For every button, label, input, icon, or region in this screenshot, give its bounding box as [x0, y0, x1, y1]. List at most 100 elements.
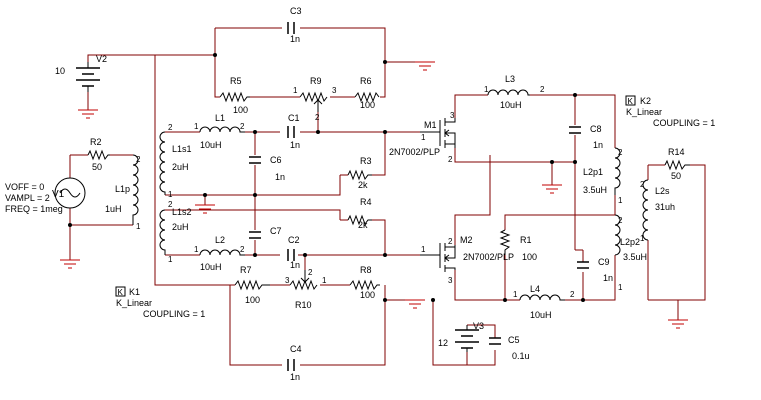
k1-coupling-box — [115, 286, 126, 297]
l1s2-pin1: 1 — [168, 255, 173, 264]
l3-pin2: 2 — [540, 85, 545, 94]
l1s1-ref: L1s1 — [172, 144, 192, 154]
l1s1-value: 2uH — [172, 162, 189, 172]
c8-value: 1n — [593, 140, 603, 150]
l2p1-pin2: 2 — [618, 148, 623, 157]
m1-pin2: 2 — [448, 155, 453, 164]
c6-ref: C6 — [270, 155, 282, 165]
r6-value: 100 — [360, 100, 375, 110]
l2s-pin2: 2 — [640, 180, 645, 189]
r10-pin3: 3 — [285, 276, 290, 285]
l2-pin1: 1 — [194, 245, 199, 254]
r3-ref: R3 — [360, 156, 372, 166]
r9-ref: R9 — [310, 76, 322, 86]
r2-value: 50 — [92, 162, 102, 172]
resistor-bodies — [87, 91, 690, 291]
l1s1-pin2: 2 — [168, 123, 173, 132]
m2-model: 2N7002/PLP — [463, 252, 514, 262]
l1p-pin1: 1 — [136, 222, 141, 231]
r8-value: 100 — [360, 290, 375, 300]
r5-ref: R5 — [230, 76, 242, 86]
l4-pin1: 1 — [513, 290, 518, 299]
v3-value: 12 — [438, 338, 448, 348]
k2-coupling-box — [625, 95, 636, 106]
l2p1-pin1: 1 — [618, 196, 623, 205]
l1-pin2: 2 — [240, 122, 245, 131]
c1-value: 1n — [290, 140, 300, 150]
r5-value: 100 — [233, 105, 248, 115]
l2s-value: 31uh — [655, 202, 675, 212]
c5-value: 0.1u — [512, 351, 530, 361]
m1-model: 2N7002/PLP — [389, 147, 440, 157]
m2-ref: M2 — [460, 235, 473, 245]
r7-ref: R7 — [240, 265, 252, 275]
l1-pin1: 1 — [194, 122, 199, 131]
l1s2-value: 2uH — [172, 222, 189, 232]
l2p1-value: 3.5uH — [583, 185, 607, 195]
v3-ref: V3 — [473, 321, 484, 331]
m2-pin3: 3 — [448, 276, 453, 285]
ground-symbols — [60, 61, 688, 329]
c2-ref: C2 — [288, 235, 300, 245]
capacitor-bodies — [249, 22, 589, 371]
l2-ref: L2 — [215, 235, 225, 245]
l3-value: 10uH — [500, 100, 522, 110]
r14-ref: R14 — [668, 147, 685, 157]
l2-value: 10uH — [200, 262, 222, 272]
l2p1-ref: L2p1 — [583, 167, 603, 177]
l1-value: 10uH — [200, 140, 222, 150]
battery-bodies — [76, 62, 479, 352]
k2-coupling: COUPLING = 1 — [653, 118, 715, 128]
l2s-ref: L2s — [655, 186, 670, 196]
l4-ref: L4 — [530, 284, 540, 294]
v1-ref: V1 — [52, 189, 65, 200]
v1-freq: FREQ = 1meg — [5, 204, 63, 214]
r4-ref: R4 — [360, 197, 372, 207]
m2-pin1: 1 — [421, 245, 426, 254]
k1-box-glyph: K — [118, 288, 124, 297]
l4-value: 10uH — [530, 310, 552, 320]
l1p-pin2: 2 — [136, 155, 141, 164]
r10-pin1: 1 — [322, 276, 327, 285]
ac-source — [54, 177, 86, 209]
l1p-ref: L1p — [115, 184, 130, 194]
m1-pin3: 3 — [450, 111, 455, 120]
r10-pin2: 2 — [308, 268, 313, 277]
r7-value: 100 — [245, 295, 260, 305]
l2s-pin1: 1 — [640, 234, 645, 243]
k1-ref: K1 — [129, 287, 140, 297]
c9-ref: C9 — [598, 257, 610, 267]
r4-value: 2k — [358, 220, 368, 230]
l3-pin1: 1 — [484, 85, 489, 94]
l2-pin2: 2 — [240, 245, 245, 254]
v2-value: 10 — [55, 66, 65, 76]
v2-ref: V2 — [96, 54, 107, 64]
mosfet-bodies — [420, 118, 456, 272]
r1-value: 100 — [522, 252, 537, 262]
l1s1-pin1: 1 — [168, 190, 173, 199]
junction-dots — [68, 53, 585, 302]
l1p-value: 1uH — [105, 204, 122, 214]
k2-model: K_Linear — [626, 107, 662, 117]
c3-value: 1n — [290, 34, 300, 44]
r2-ref: R2 — [90, 137, 102, 147]
v1-voff: VOFF = 0 — [5, 182, 44, 192]
r3-value: 2k — [358, 180, 368, 190]
k1-model: K_Linear — [116, 298, 152, 308]
c4-ref: C4 — [290, 344, 302, 354]
l4-pin2: 2 — [570, 290, 575, 299]
c2-value: 1n — [290, 260, 300, 270]
l1-ref: L1 — [215, 113, 225, 123]
r6-ref: R6 — [360, 76, 372, 86]
l1s2-pin2: 2 — [168, 200, 173, 209]
c1-ref: C1 — [288, 113, 300, 123]
k2-box-glyph: K — [628, 97, 634, 106]
m1-ref: M1 — [424, 120, 437, 130]
l1s2-ref: L1s2 — [172, 207, 192, 217]
c3-ref: C3 — [290, 6, 302, 16]
l2p2-value: 3.5uH — [623, 252, 647, 262]
r9-pin1: 1 — [293, 86, 298, 95]
r9-pin3: 3 — [332, 86, 337, 95]
r14-value: 50 — [671, 171, 681, 181]
